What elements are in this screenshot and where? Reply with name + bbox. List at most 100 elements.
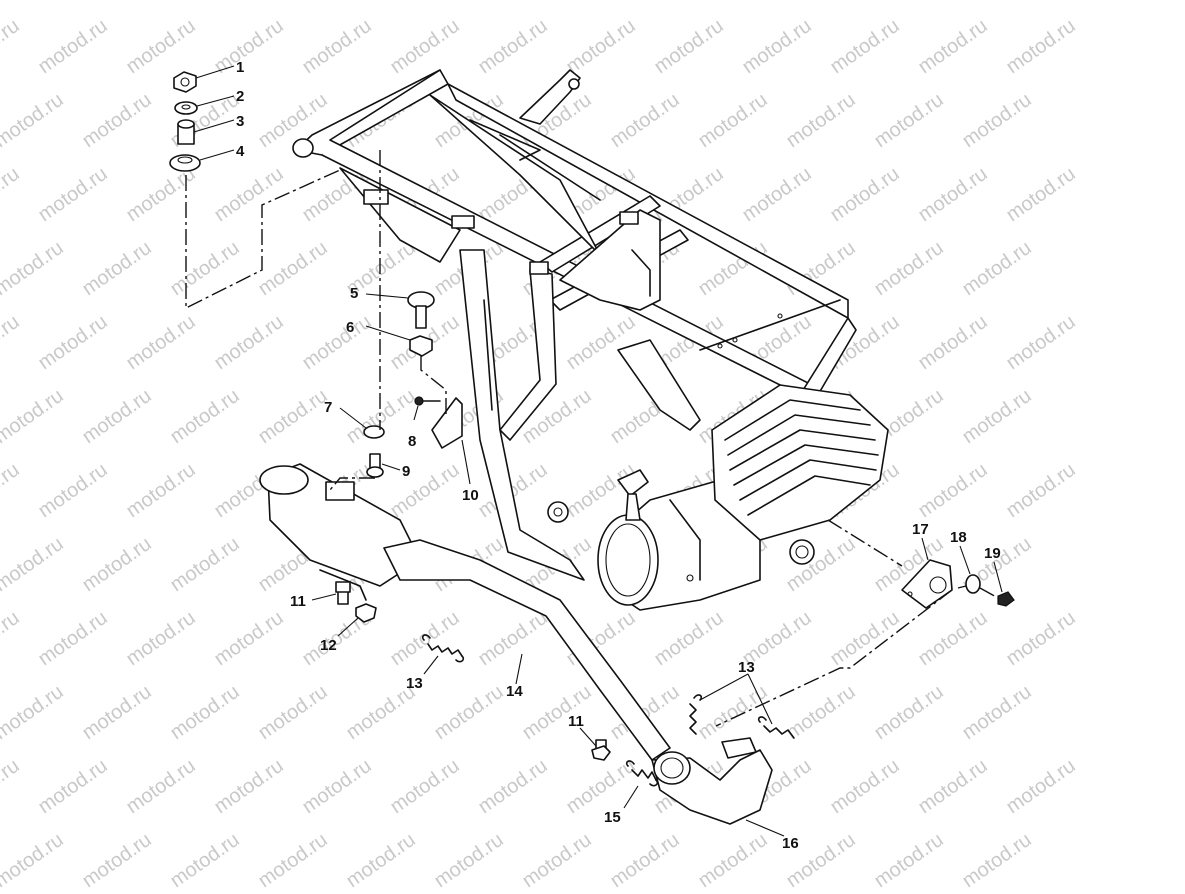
watermark-text: motod.ru <box>0 163 24 226</box>
callout-11-lower: 11 <box>568 713 584 730</box>
frame <box>292 69 857 581</box>
watermark-text: motod.ru <box>34 311 111 374</box>
watermark-text: motod.ru <box>78 0 155 4</box>
watermark-text: motod.ru <box>518 829 595 889</box>
watermark-text: motod.ru <box>870 681 947 744</box>
watermark-text: motod.ru <box>782 89 859 152</box>
watermark-text: motod.ru <box>518 0 595 4</box>
watermark-text: motod.ru <box>870 829 947 889</box>
callout-18: 18 <box>950 529 967 546</box>
watermark-text: motod.ru <box>0 0 68 4</box>
watermark-text: motod.ru <box>0 533 68 596</box>
watermark-text: motod.ru <box>1002 163 1079 226</box>
callout-2: 2 <box>236 88 244 105</box>
watermark-text: motod.ru <box>430 681 507 744</box>
watermark-text: motod.ru <box>122 607 199 670</box>
exhaust-system <box>259 463 1015 825</box>
watermark-text: motod.ru <box>0 755 24 818</box>
watermark-text: motod.ru <box>870 89 947 152</box>
spring-15 <box>625 760 659 787</box>
watermark-text: motod.ru <box>0 607 24 670</box>
watermark-text: motod.ru <box>694 829 771 889</box>
watermark-text: motod.ru <box>782 0 859 4</box>
cylinder-fins <box>724 399 879 516</box>
watermark-text: motod.ru <box>650 607 727 670</box>
watermark-text: motod.ru <box>166 681 243 744</box>
watermark-text: motod.ru <box>34 163 111 226</box>
watermark-text: motod.ru <box>958 385 1035 448</box>
callout-4: 4 <box>236 143 245 160</box>
callout-6: 6 <box>346 319 354 336</box>
watermark-text: motod.ru <box>562 755 639 818</box>
watermark-text: motod.ru <box>958 829 1035 889</box>
callout-17: 17 <box>912 521 929 538</box>
watermark-text: motod.ru <box>870 0 947 4</box>
watermark-text: motod.ru <box>914 311 991 374</box>
watermark-text: motod.ru <box>914 459 991 522</box>
watermark-text: motod.ru <box>78 533 155 596</box>
watermark-text: motod.ru <box>386 15 463 78</box>
watermark-text: motod.ru <box>122 15 199 78</box>
watermark-text: motod.ru <box>34 459 111 522</box>
watermark-text: motod.ru <box>958 89 1035 152</box>
watermark-text: motod.ru <box>914 15 991 78</box>
watermark-text: motod.ru <box>0 237 68 300</box>
callout-13-left: 13 <box>406 675 423 692</box>
watermark-text: motod.ru <box>474 755 551 818</box>
watermark-text: motod.ru <box>298 311 375 374</box>
watermark-text: motod.ru <box>958 237 1035 300</box>
callout-14: 14 <box>506 683 523 700</box>
leader-lines <box>193 65 1003 837</box>
watermark-text: motod.ru <box>342 0 419 4</box>
watermark-text: motod.ru <box>738 15 815 78</box>
watermark-text: motod.ru <box>958 681 1035 744</box>
callout-13-right: 13 <box>738 659 755 676</box>
watermark-text: motod.ru <box>166 237 243 300</box>
watermark-text: motod.ru <box>1002 15 1079 78</box>
watermark-text: motod.ru <box>694 681 771 744</box>
watermark-text: motod.ru <box>122 459 199 522</box>
watermark-text: motod.ru <box>166 385 243 448</box>
watermark-text: motod.ru <box>1002 607 1079 670</box>
watermark-text: motod.ru <box>826 15 903 78</box>
watermark-text: motod.ru <box>122 755 199 818</box>
watermark-text: motod.ru <box>254 0 331 4</box>
watermark-text: motod.ru <box>562 15 639 78</box>
watermark-text: motod.ru <box>0 89 68 152</box>
spring-13c <box>757 716 795 739</box>
callout-1: 1 <box>236 59 244 76</box>
watermark-text: motod.ru <box>474 15 551 78</box>
watermark-text: motod.ru <box>606 0 683 4</box>
watermark-text: motod.ru <box>34 755 111 818</box>
callout-10: 10 <box>462 487 479 504</box>
watermark-text: motod.ru <box>650 15 727 78</box>
watermark-text: motod.ru <box>914 163 991 226</box>
watermark-text: motod.ru <box>914 607 991 670</box>
watermark-text: motod.ru <box>1002 755 1079 818</box>
watermark-text: motod.ru <box>210 163 287 226</box>
watermark-text: motod.ru <box>694 0 771 4</box>
watermark-text: motod.ru <box>606 89 683 152</box>
watermark-text: motod.ru <box>342 829 419 889</box>
watermark-text: motod.ru <box>1002 459 1079 522</box>
watermark-text: motod.ru <box>298 755 375 818</box>
callout-15: 15 <box>604 809 621 826</box>
watermark-text: motod.ru <box>34 607 111 670</box>
watermark-text: motod.ru <box>34 15 111 78</box>
watermark-text: motod.ru <box>870 237 947 300</box>
callout-5: 5 <box>350 285 358 302</box>
watermark-text: motod.ru <box>0 829 68 889</box>
callout-8: 8 <box>408 433 416 450</box>
watermark-text: motod.ru <box>122 163 199 226</box>
watermark-text: motod.ru <box>78 89 155 152</box>
callout-3: 3 <box>236 113 244 130</box>
callout-11-left: 11 <box>290 593 306 610</box>
watermark-text: motod.ru <box>78 385 155 448</box>
watermark-text: motod.ru <box>166 0 243 4</box>
watermark-text: motod.ru <box>166 829 243 889</box>
watermark-text: motod.ru <box>738 163 815 226</box>
watermark-text: motod.ru <box>0 15 24 78</box>
watermark-text: motod.ru <box>826 163 903 226</box>
